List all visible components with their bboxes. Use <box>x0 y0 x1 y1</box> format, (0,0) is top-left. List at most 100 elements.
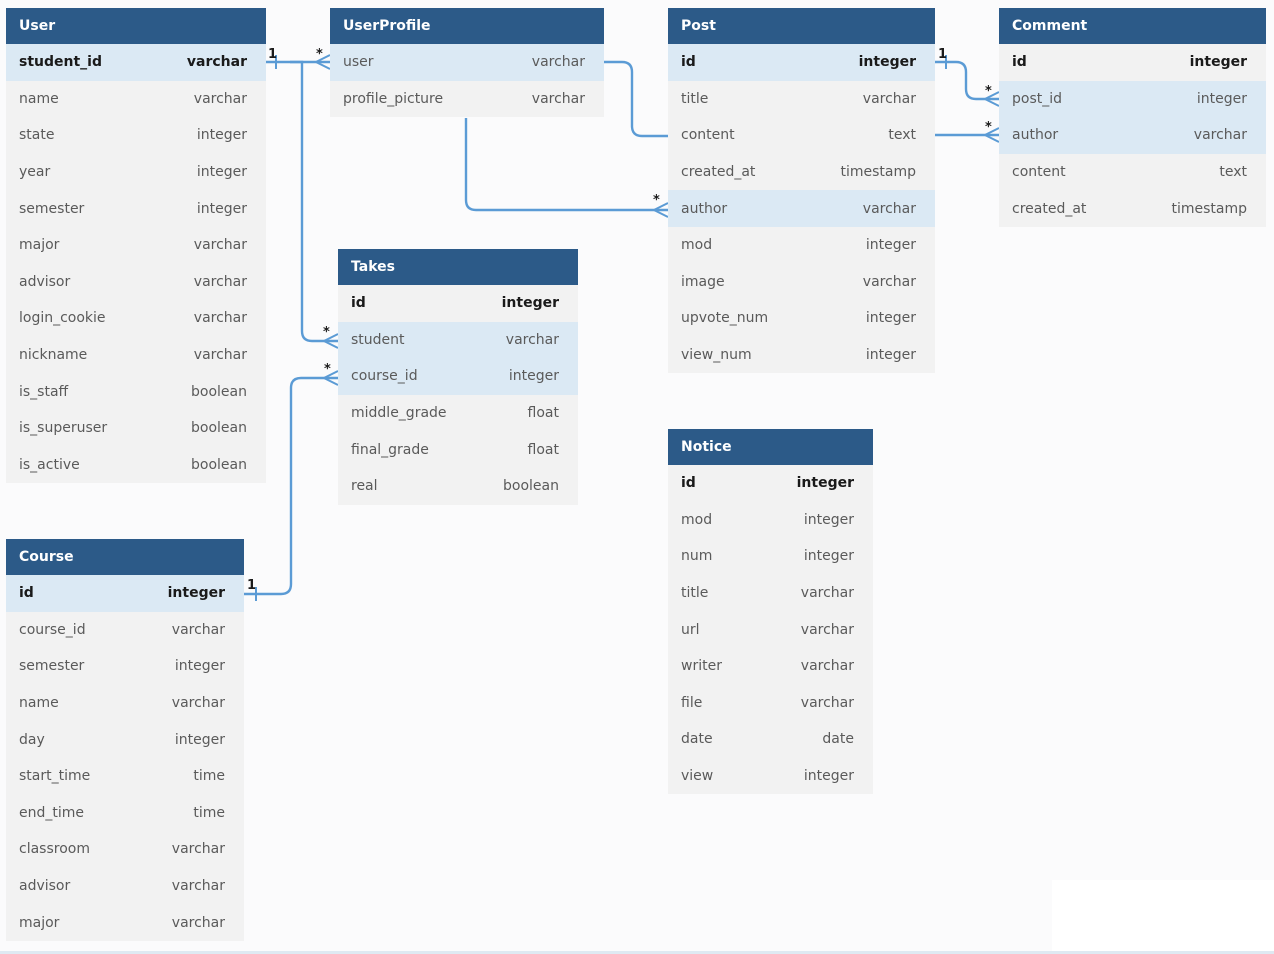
field-type: integer <box>174 658 225 675</box>
field-type: integer <box>167 585 225 602</box>
field-type: boolean <box>191 383 247 400</box>
field-name: author <box>681 200 728 217</box>
field-name: content <box>1012 164 1066 181</box>
field-type: integer <box>865 347 916 364</box>
field-type: boolean <box>191 456 247 473</box>
field-type: varchar <box>800 585 854 602</box>
field-type: time <box>193 768 225 785</box>
field-row: id integer <box>668 465 873 502</box>
crowfoot-marker <box>982 127 1000 143</box>
connector-userprofile-post-content <box>604 60 668 138</box>
field-type: integer <box>796 475 854 492</box>
field-name: is_superuser <box>19 420 108 437</box>
field-name: view_num <box>681 347 752 364</box>
field-name: author <box>1012 127 1059 144</box>
field-row: view integer <box>668 758 873 795</box>
field-name: content <box>681 127 735 144</box>
cardinality-one-label: 1 <box>247 578 256 593</box>
field-name: course_id <box>19 621 86 638</box>
field-name: user <box>343 54 374 71</box>
canvas-corner-patch <box>1052 880 1274 954</box>
field-name: name <box>19 695 59 712</box>
field-name: student_id <box>19 54 102 71</box>
field-type: varchar <box>171 914 225 931</box>
crowfoot-marker <box>321 333 339 349</box>
field-name: view <box>681 768 714 785</box>
field-type: varchar <box>800 658 854 675</box>
field-type: varchar <box>171 621 225 638</box>
field-name: upvote_num <box>681 310 769 327</box>
field-type: integer <box>803 768 854 785</box>
field-type: varchar <box>171 878 225 895</box>
entity-title: Takes <box>338 249 578 285</box>
field-name: id <box>351 295 366 312</box>
field-type: integer <box>174 731 225 748</box>
field-type: integer <box>803 548 854 565</box>
field-type: varchar <box>186 54 247 71</box>
cardinality-many-label: * <box>323 325 330 340</box>
field-name: real <box>351 478 378 495</box>
crowfoot-marker <box>313 54 331 70</box>
field-type: integer <box>196 200 247 217</box>
field-name: created_at <box>1012 200 1087 217</box>
entity-title: User <box>6 8 266 44</box>
field-type: integer <box>865 310 916 327</box>
field-name: created_at <box>681 164 756 181</box>
field-type: integer <box>508 368 559 385</box>
crowfoot-marker <box>321 370 339 386</box>
field-type: varchar <box>862 273 916 290</box>
entity-title: Notice <box>668 429 873 465</box>
field-name: semester <box>19 658 85 675</box>
cardinality-one-label: 1 <box>938 47 947 62</box>
field-type: integer <box>865 237 916 254</box>
field-name: title <box>681 585 709 602</box>
field-name: state <box>19 127 55 144</box>
field-type: varchar <box>193 347 247 364</box>
field-type: varchar <box>505 331 559 348</box>
field-type: varchar <box>862 200 916 217</box>
field-type: boolean <box>503 478 559 495</box>
field-name: advisor <box>19 273 71 290</box>
field-name: id <box>681 475 696 492</box>
field-name: id <box>681 54 696 71</box>
entity-title: Post <box>668 8 935 44</box>
field-row: real boolean <box>338 468 578 505</box>
field-name: major <box>19 914 60 931</box>
field-type: varchar <box>171 695 225 712</box>
field-type: integer <box>1196 90 1247 107</box>
cardinality-many-label: * <box>324 362 331 377</box>
field-row: title varchar <box>668 575 873 612</box>
field-type: integer <box>501 295 559 312</box>
field-type: integer <box>1189 54 1247 71</box>
field-type: varchar <box>193 90 247 107</box>
entity-title: Course <box>6 539 244 575</box>
